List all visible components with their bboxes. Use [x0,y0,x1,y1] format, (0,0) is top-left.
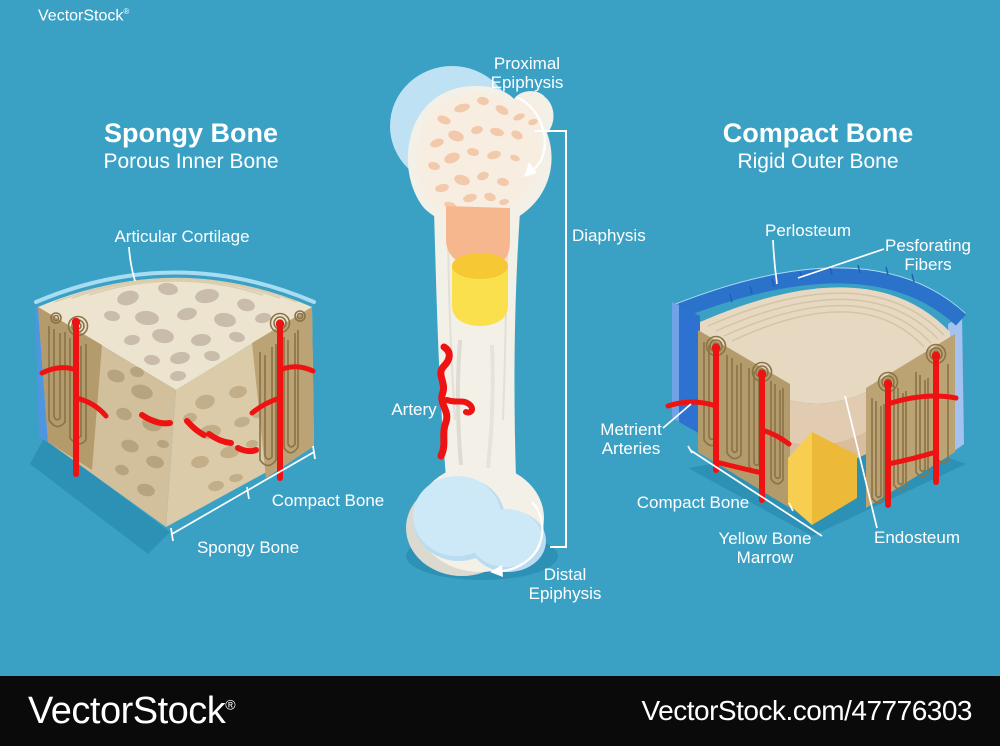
artery-dot-3 [883,379,893,389]
artery-on-shaft [437,343,476,460]
label-spongy-bone: Spongy Bone [196,538,300,557]
watermark-logo: VectorStock® [38,7,130,25]
marrow-transition-orange [446,206,510,262]
bracket-spongy-compact [170,445,316,542]
artery-dot-4 [931,351,941,361]
compact-section-subtitle: Rigid Outer Bone [737,150,899,173]
label-diaphysis: Diaphysis [572,226,646,245]
leader-perforating [797,248,885,279]
perforating-fiber-ticks [729,264,915,303]
spongy-bone-illustration [30,246,316,554]
artery-dashes-front [139,412,259,455]
compact-section-title: Compact Bone [722,118,914,148]
yellow-marrow-cylinder [452,266,508,326]
distal-epiphysis-mass [413,476,546,572]
top-face-trabecular-pores [104,282,271,382]
registered-mark: ® [123,7,130,16]
label-distal-epiphysis: Distal Epiphysis [528,565,602,603]
leader-periosteum [772,239,778,285]
label-compact-bone-right: Compact Bone [636,493,750,512]
artery-left-column [39,319,109,477]
yellow-marrow-top [452,253,508,279]
label-yellow-bone-marrow: Yellow Bone Marrow [718,529,812,567]
leader-nutrient [662,403,692,429]
label-proximal-epiphysis: Proximal Epiphysis [490,54,564,92]
footer-credit-url: VectorStock.com/47776303 [641,695,973,726]
yellow-marrow-prism-right [812,432,857,525]
arteries-left-face [665,345,792,503]
bracket-compact-marrow [687,445,823,537]
distal-arc-arrow [490,501,544,577]
diaphysis-bracket [535,130,567,548]
spongy-interior [416,93,543,213]
label-compact-bone-left: Compact Bone [271,491,385,510]
label-articular-cartilage: Articular Cortilage [114,227,250,246]
artery-dot-2 [757,369,767,379]
artery-right-column [249,321,316,481]
spongy-section-subtitle: Porous Inner Bone [103,150,279,173]
artery-right-top [275,319,285,329]
watermark-footer-bar: VectorStock® VectorStock.com/47776303 [0,676,1000,746]
spongy-section-title: Spongy Bone [104,118,278,148]
long-bone-illustration [390,66,567,580]
spongy-texture [428,96,538,209]
footer-brand: VectorStock® [28,689,236,732]
label-artery: Artery [391,400,437,419]
articular-cartilage-arc [34,270,316,304]
leader-endosteum [844,395,878,529]
periosteum-left-edge [672,302,679,422]
footer-registered-mark: ® [225,695,236,712]
right-leader-lines [662,239,885,537]
yellow-marrow-prism-left [788,432,812,525]
top-face-lamellae-arcs [707,292,945,348]
proximal-arc-arrow [515,95,546,177]
label-periosteum: Perlosteum [765,221,851,240]
artery-left-top [71,317,81,327]
artery-dot-1 [711,343,721,353]
front-left-pores [107,366,169,497]
top-face-rim-arcs [54,277,298,303]
arteries-right-face [885,353,959,508]
label-perforating-fibers: Pesforating Fibers [885,236,971,274]
leader-line-articular [128,246,136,282]
compact-bone-illustration [662,239,967,537]
label-endosteum: Endosteum [874,528,960,547]
label-nutrient-arteries: Metrient Arteries [600,420,662,458]
periosteum-band [674,268,967,326]
spongy-block-shadow [30,438,170,554]
